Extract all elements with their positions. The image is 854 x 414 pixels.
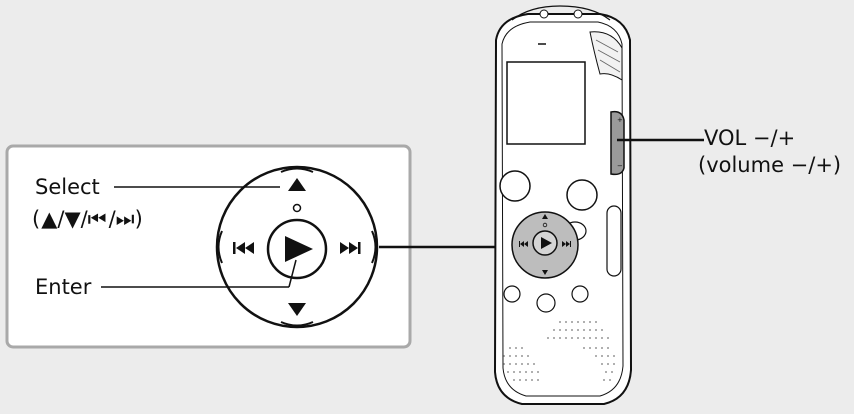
voice-recorder-device: + − <box>495 6 631 404</box>
select-keys-label: (▲/▼/⏮/⏭) <box>32 207 143 231</box>
volume-label: (volume −/+) <box>698 153 841 177</box>
svg-text:+: + <box>617 116 623 124</box>
device-button-right[interactable] <box>567 180 597 210</box>
device-display <box>507 62 585 144</box>
select-label: Select <box>35 175 100 199</box>
side-slot <box>607 206 621 276</box>
svg-text:−: − <box>617 162 623 170</box>
enter-label: Enter <box>35 275 92 299</box>
top-jack-left-icon <box>540 10 548 18</box>
control-pad-enlarged <box>217 167 377 327</box>
device-button-left[interactable] <box>500 171 530 201</box>
device-bottom-button-2[interactable] <box>537 294 555 312</box>
device-bottom-button-3[interactable] <box>572 286 588 302</box>
device-bottom-button-1[interactable] <box>504 286 520 302</box>
top-jack-right-icon <box>574 10 582 18</box>
vol-label: VOL −/+ <box>704 126 795 150</box>
